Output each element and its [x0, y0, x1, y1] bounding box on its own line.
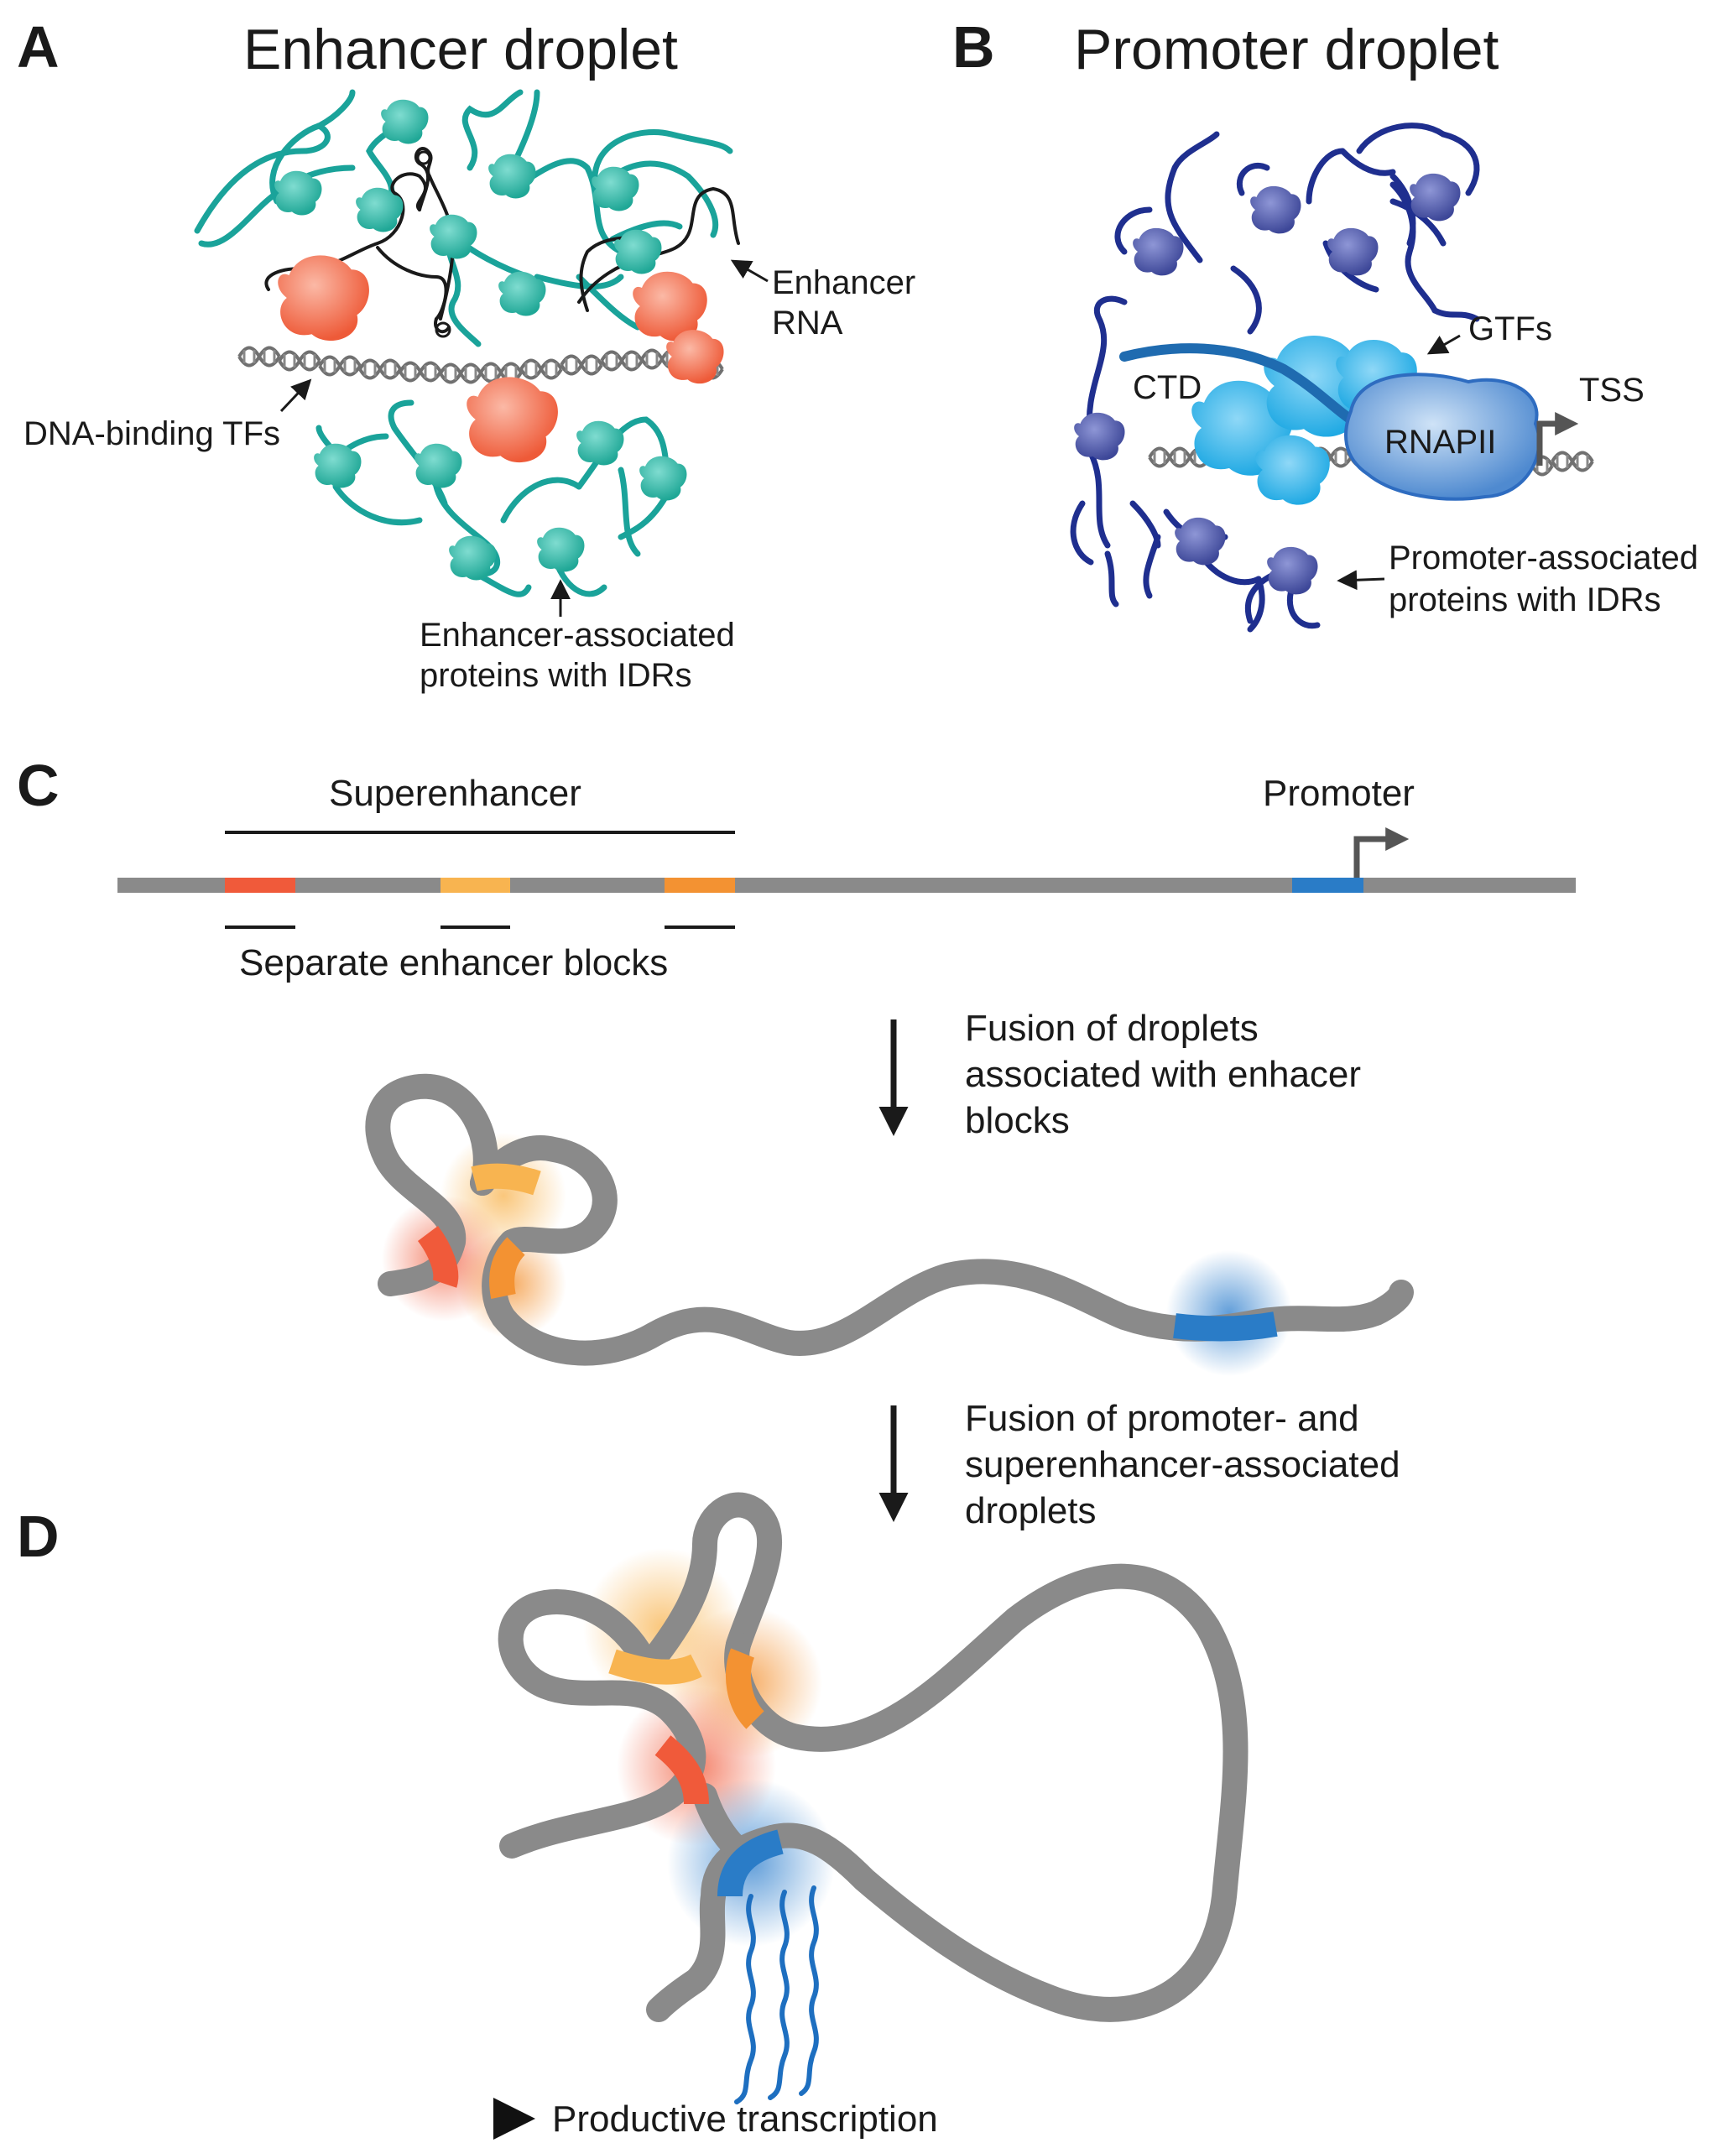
enhancer-proteins-label-2: proteins with IDRs	[420, 657, 692, 694]
separate-blocks-label: Separate enhancer blocks	[239, 942, 668, 983]
fused-block-blue	[1173, 1311, 1278, 1342]
panel-c: C Superenhancer Promoter Separate enhanc…	[17, 753, 1576, 1376]
fused-block-yellow	[471, 1163, 541, 1196]
panel-b-letter: B	[952, 14, 995, 80]
panel-c-letter: C	[17, 753, 60, 818]
droplet-yellow	[441, 1133, 566, 1259]
gtfs-arrow	[1426, 334, 1461, 355]
promoter-label: Promoter	[1263, 773, 1415, 814]
gtfs-label: GTFs	[1468, 310, 1552, 347]
d-block-yellow	[608, 1649, 702, 1685]
enhancer-idr-tails	[194, 89, 733, 597]
d-block-red	[654, 1735, 709, 1805]
nascent-rna	[734, 1885, 819, 2104]
panel-a: A Enhancer droplet	[17, 14, 915, 694]
productive-transcription-label: Productive transcription	[552, 2099, 938, 2140]
promoter-proteins-arrow	[1337, 570, 1385, 591]
play-triangle-icon	[493, 2098, 535, 2140]
panel-b: B Promoter droplet	[952, 14, 1698, 633]
chromatin-loop-2	[470, 1135, 618, 1254]
promoter-proteins-label-2: proteins with IDRs	[1389, 581, 1661, 618]
ctd-tail	[1119, 343, 1373, 433]
chromatin-d-2	[633, 1492, 783, 1682]
rnapii-label: RNAPII	[1384, 424, 1496, 461]
tfs-arrow	[279, 378, 312, 413]
promoter-tss-arrow	[1353, 827, 1410, 878]
fusion2-line3: droplets	[965, 1490, 1097, 1531]
fusion2-line1: Fusion of promoter- and	[965, 1398, 1359, 1439]
fusion1-line3: blocks	[965, 1100, 1070, 1141]
fusion2-line2: superenhancer-associated	[965, 1444, 1400, 1485]
fused-block-red	[417, 1226, 459, 1288]
panel-a-title: Enhancer droplet	[243, 18, 678, 81]
tss-label: TSS	[1579, 372, 1645, 409]
chromatin-d-loop	[724, 1563, 1249, 2022]
enhancer-dna-helix	[237, 346, 724, 384]
panel-b-title: Promoter droplet	[1074, 18, 1499, 81]
d-block-orange	[726, 1648, 765, 1729]
d-block-blue	[717, 1829, 785, 1897]
enhancer-rna-label-2: RNA	[772, 305, 843, 342]
dna-binding-tfs-label: DNA-binding TFs	[23, 415, 280, 452]
fusion1-line2: associated with enhacer	[965, 1054, 1361, 1095]
promoter-proteins-label-1: Promoter-associated	[1389, 540, 1698, 576]
droplet-blue	[1166, 1250, 1292, 1376]
enhancer-rna-label-1: Enhancer	[772, 264, 915, 301]
panel-d: Fusion of promoter- and superenhancer-as…	[17, 1398, 1400, 2140]
ctd-label: CTD	[1133, 369, 1202, 406]
chromatin-tail-1	[482, 1229, 1414, 1366]
rnapii	[1344, 373, 1541, 501]
fused-block-orange	[489, 1237, 526, 1299]
fusion1-line1: Fusion of droplets	[965, 1008, 1259, 1049]
enhancer-proteins-label-1: Enhancer-associated	[420, 617, 735, 654]
panel-a-letter: A	[17, 14, 60, 80]
tss-arrow	[1536, 412, 1579, 466]
superenhancer-label: Superenhancer	[329, 773, 581, 814]
chromatin-d-1	[498, 1589, 706, 1859]
enhancer-rna-arrow	[730, 259, 769, 283]
panel-d-letter: D	[17, 1504, 60, 1569]
